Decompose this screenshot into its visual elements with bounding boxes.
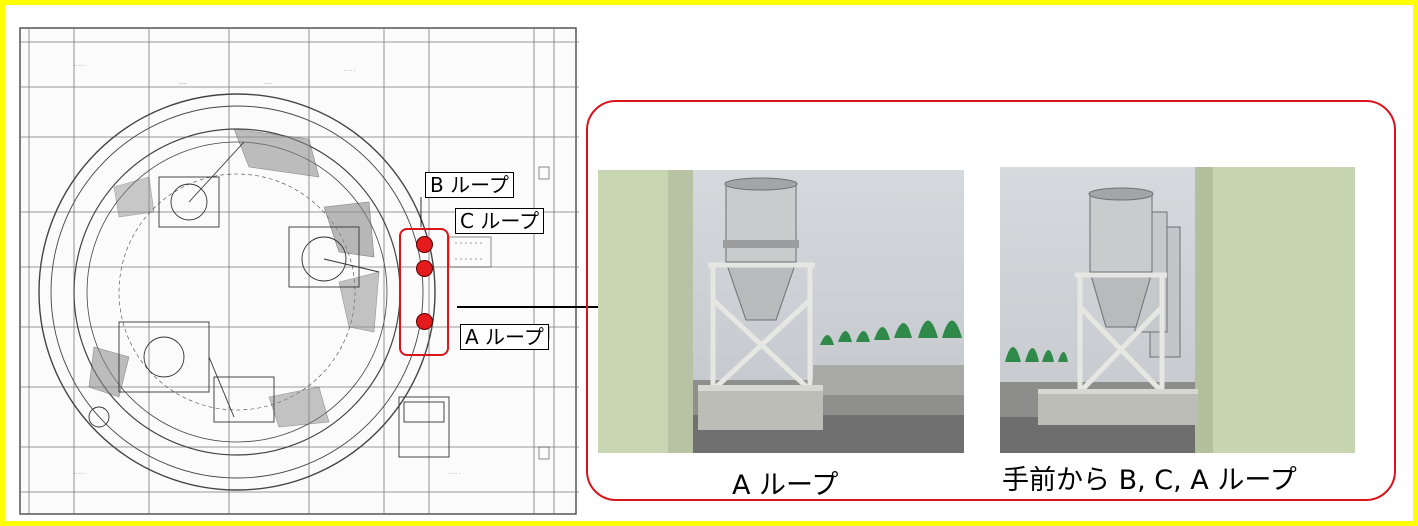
photo-a-loop bbox=[598, 170, 964, 453]
c-loop-label: C ループ bbox=[455, 208, 545, 234]
a-loop-marker bbox=[416, 313, 433, 330]
svg-text:·· ·· ·: ·· ·· · bbox=[74, 471, 86, 477]
b-loop-label: B ループ bbox=[425, 172, 514, 198]
c-loop-marker bbox=[416, 260, 433, 277]
svg-text:·····: ····· bbox=[179, 81, 187, 87]
photo-a-loop-image bbox=[598, 170, 964, 453]
svg-text:·····: ····· bbox=[264, 81, 272, 87]
photo-panel bbox=[586, 100, 1396, 501]
b-loop-marker bbox=[416, 236, 433, 253]
a-loop-label: A ループ bbox=[460, 324, 549, 350]
svg-text:·· ·· ·: ·· ·· · bbox=[449, 471, 461, 477]
svg-text:·· ·· ·: ·· ·· · bbox=[344, 68, 356, 74]
loop-marker-highlight bbox=[399, 228, 449, 356]
photo-bca-loops bbox=[1000, 167, 1355, 453]
caption-bca-loops: 手前から B, C, A ループ bbox=[1002, 465, 1297, 496]
caption-a-loop: A ループ bbox=[732, 470, 839, 501]
photo-bca-loops-image bbox=[1000, 167, 1355, 453]
svg-text:·· ·· ·: ·· ·· · bbox=[74, 63, 86, 69]
floor-plan-drawing: ·· ·· · ·· ·· · ·· ·· · ·· ·· · ····· ··… bbox=[19, 27, 579, 515]
